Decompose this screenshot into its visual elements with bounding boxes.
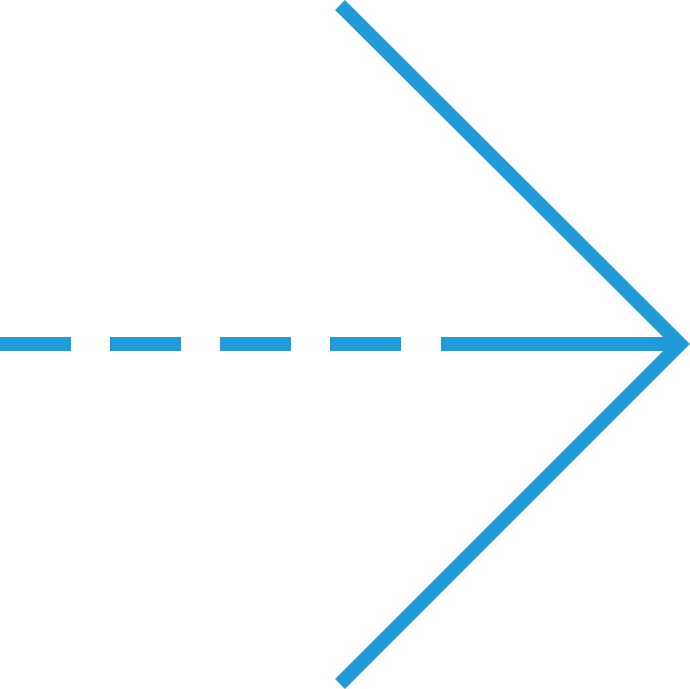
arrow-shaft-dash (220, 337, 291, 351)
arrow-shaft-dash (110, 337, 181, 351)
arrow-head (335, 0, 690, 689)
arrow-shaft-dash (0, 337, 71, 351)
arrow-dashed-shaft (0, 337, 680, 351)
arrow-shaft-dash (330, 337, 401, 351)
arrow-shaft-solid-segment (441, 337, 680, 351)
